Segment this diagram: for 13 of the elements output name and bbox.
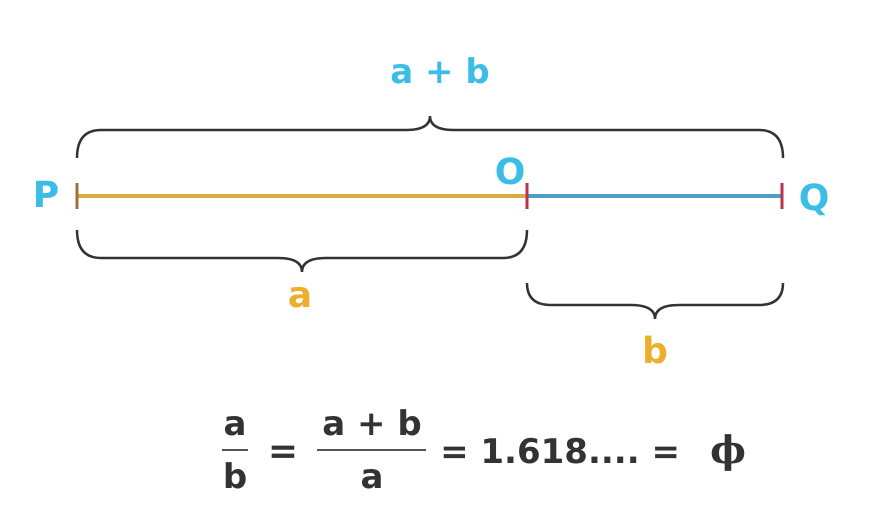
phi-symbol: ϕ xyxy=(710,431,746,469)
point-label: O xyxy=(494,155,526,191)
formula-term: a + b xyxy=(322,407,422,441)
formula-term: a xyxy=(360,460,384,494)
segment-label: a + b xyxy=(390,55,490,89)
formula-term: b xyxy=(222,460,248,494)
formula-term: = xyxy=(268,434,298,470)
formula-text: = 1.618.... = xyxy=(440,435,680,469)
segment-label: a xyxy=(288,278,312,314)
formula-term: a xyxy=(224,407,246,441)
point-label: Q xyxy=(798,181,830,217)
point-label: P xyxy=(32,178,60,214)
segment-label: b xyxy=(642,334,668,370)
